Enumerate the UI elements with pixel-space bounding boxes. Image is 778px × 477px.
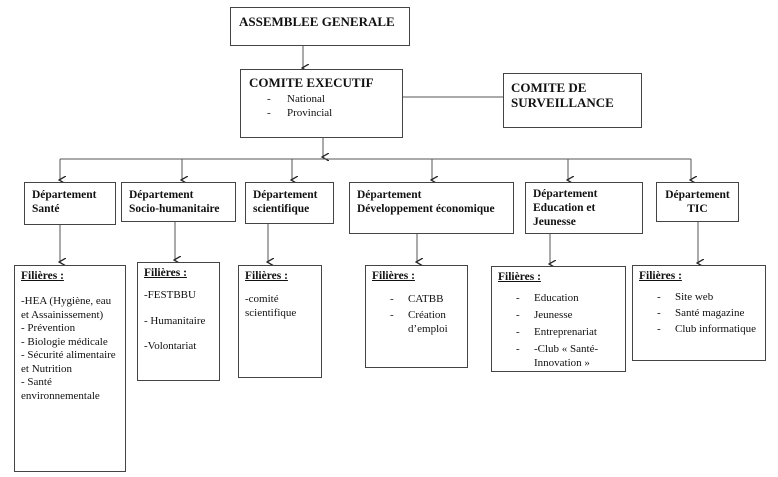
- filieres-sante-heading: Filières :: [21, 270, 64, 282]
- filieres-sante-item-3: - Biologie médicale: [21, 335, 108, 348]
- filieres-economique-item-1: CATBB: [390, 292, 461, 306]
- dept-education-jeunesse: Département Education et Jeunesse: [525, 182, 643, 234]
- box-comite-executif: COMITE EXECUTIF National Provincial: [240, 69, 403, 138]
- executive-item-national: National: [267, 92, 394, 106]
- dept-sante: Département Santé: [24, 182, 116, 225]
- filieres-economique-heading: Filières :: [372, 270, 415, 282]
- filieres-economique-item-2: Création d’emploi: [390, 308, 461, 336]
- dept-tic: Département TIC: [656, 182, 739, 222]
- comite-executif-label: COMITE EXECUTIF: [249, 75, 374, 90]
- dept-economique-line1: Département: [357, 189, 422, 201]
- dept-economique-line2: Développement économique: [357, 203, 495, 215]
- filieres-education-heading: Filières :: [498, 271, 541, 283]
- dept-sante-line1: Département: [32, 189, 97, 201]
- filieres-education-item-4: -Club « Santé-Innovation »: [516, 342, 619, 370]
- dept-tic-line1: Département: [665, 189, 730, 201]
- filieres-sante-item-4: - Sécurité alimentaire et Nutrition: [21, 349, 116, 375]
- surveillance-line1: COMITE DE: [511, 80, 587, 95]
- filieres-sante-item-5: - Santé environnementale: [21, 376, 100, 402]
- filieres-education-jeunesse: Filières : Education Jeunesse Entreprena…: [491, 266, 626, 372]
- assemblee-generale-label: ASSEMBLEE GENERALE: [239, 14, 395, 29]
- dept-developpement-economique: Département Développement économique: [349, 182, 514, 234]
- dept-socio-line1: Département: [129, 189, 194, 201]
- filieres-scientifique: Filières : -comité scientifique: [238, 265, 322, 378]
- filieres-tic-item-1: Site web: [657, 290, 759, 304]
- filieres-education-item-2: Jeunesse: [516, 308, 619, 322]
- filieres-sante-item-1: -HEA (Hygiène, eau et Assainissement): [21, 295, 112, 321]
- dept-tic-line2: TIC: [687, 203, 708, 215]
- executive-item-provincial: Provincial: [267, 106, 394, 120]
- dept-education-line2: Education et: [533, 202, 596, 214]
- filieres-sante-item-2: - Prévention: [21, 322, 76, 334]
- box-assemblee-generale: ASSEMBLEE GENERALE: [230, 7, 410, 46]
- dept-scientifique-line2: scientifique: [253, 203, 310, 215]
- filieres-socio-item-3: -Volontariat: [144, 340, 197, 352]
- dept-socio-humanitaire: Département Socio-humanitaire: [121, 182, 236, 222]
- filieres-socio-item-2: - Humanitaire: [144, 314, 206, 327]
- surveillance-line2: SURVEILLANCE: [511, 95, 614, 110]
- filieres-tic-item-3: Club informatique: [657, 322, 759, 336]
- dept-education-line3: Jeunesse: [533, 216, 576, 228]
- dept-socio-line2: Socio-humanitaire: [129, 203, 220, 215]
- dept-scientifique: Département scientifique: [245, 182, 334, 224]
- dept-education-line1: Département: [533, 188, 598, 200]
- filieres-tic-item-2: Santé magazine: [657, 306, 759, 320]
- box-comite-surveillance: COMITE DE SURVEILLANCE: [503, 73, 642, 128]
- filieres-tic-heading: Filières :: [639, 270, 682, 282]
- filieres-education-item-1: Education: [516, 291, 619, 305]
- filieres-socio-heading: Filières :: [144, 267, 187, 279]
- filieres-socio-item-1: -FESTBBU: [144, 289, 196, 301]
- filieres-tic: Filières : Site web Santé magazine Club …: [632, 265, 766, 361]
- filieres-developpement-economique: Filières : CATBB Création d’emploi: [365, 265, 468, 368]
- filieres-scientifique-item-1: -comité scientifique: [245, 293, 297, 319]
- filieres-scientifique-heading: Filières :: [245, 270, 288, 282]
- filieres-education-item-3: Entreprenariat: [516, 325, 619, 339]
- filieres-sante: Filières : -HEA (Hygiène, eau et Assaini…: [14, 265, 126, 472]
- filieres-socio-humanitaire: Filières : -FESTBBU - Humanitaire -Volon…: [137, 262, 220, 381]
- dept-scientifique-line1: Département: [253, 189, 318, 201]
- dept-sante-line2: Santé: [32, 203, 60, 215]
